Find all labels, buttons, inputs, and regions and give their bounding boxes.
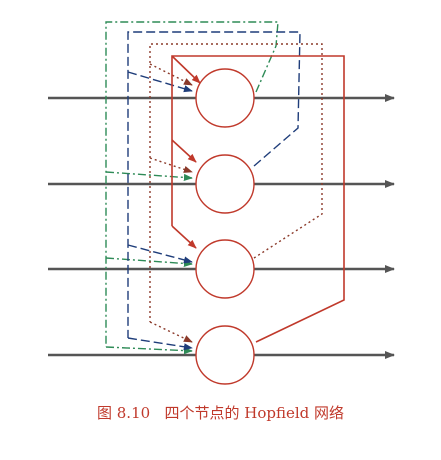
node-3 xyxy=(195,239,255,299)
feedback-node4-loop xyxy=(171,55,345,343)
figure-caption-label: 图 8.10 xyxy=(96,404,151,422)
figure-caption: 图 8.10 四个节点的 Hopfield 网络 xyxy=(0,402,441,423)
feedback-node1 xyxy=(105,21,279,355)
feedback-node3-to-node1 xyxy=(149,63,193,86)
axis-lines xyxy=(48,94,395,359)
feedback-node4-to-node1 xyxy=(171,55,201,84)
feedback-node2 xyxy=(127,31,301,351)
feedback-node3-to-node2 xyxy=(149,157,193,173)
node-1 xyxy=(195,68,255,128)
feedback-node2-to-node4 xyxy=(127,337,193,351)
feedback-node3-to-node4 xyxy=(149,321,193,343)
figure-caption-text: 四个节点的 Hopfield 网络 xyxy=(164,404,345,422)
feedback-node4-to-node3 xyxy=(171,225,197,249)
feedback-node2-to-node3 xyxy=(127,244,193,264)
node-2 xyxy=(195,154,255,214)
node-4 xyxy=(195,325,255,385)
feedback-node4 xyxy=(171,55,345,343)
feedback-node1-to-node2 xyxy=(105,171,193,182)
feedback-node3 xyxy=(149,43,323,343)
feedback-node1-to-node3 xyxy=(105,257,193,268)
feedback-node1-to-node4 xyxy=(105,346,193,355)
feedback-node4-to-node2 xyxy=(171,139,197,163)
feedback-node2-to-node1 xyxy=(127,71,193,93)
feedback-node1-loop xyxy=(105,21,279,347)
feedback-node3-loop xyxy=(149,43,323,322)
nodes xyxy=(195,68,255,385)
